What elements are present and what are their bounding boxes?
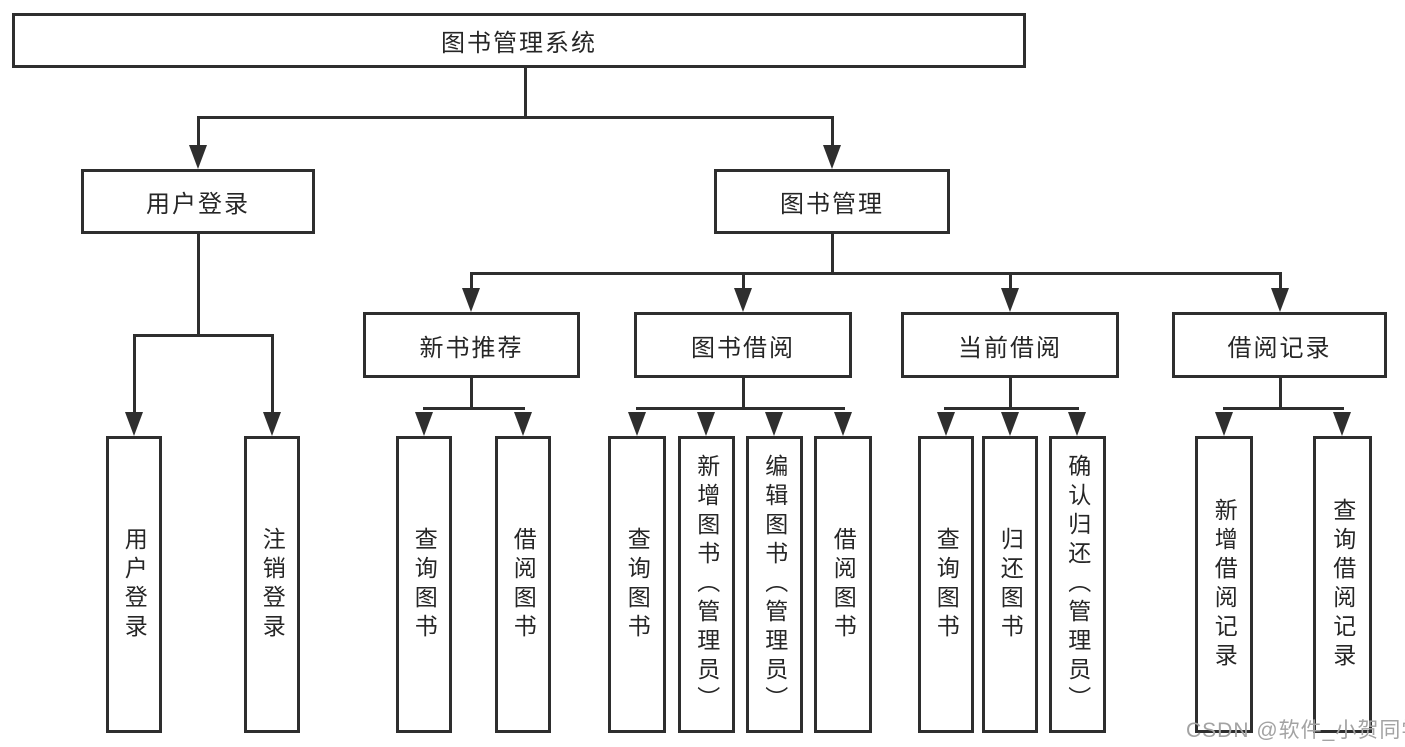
connector (742, 272, 745, 290)
node-label: 确认归还（管理员） (1064, 454, 1091, 715)
leaf-edit-book-admin: 编辑图书（管理员） (746, 436, 803, 733)
arrowhead (462, 288, 480, 312)
node-label: 用户登录 (146, 191, 250, 218)
leaf-add-book-admin: 新增图书（管理员） (678, 436, 735, 733)
node-label: 新增借阅记录 (1211, 497, 1238, 672)
leaf-borrow-book: 借阅图书 (814, 436, 872, 733)
node-label: 借阅记录 (1227, 334, 1332, 362)
node-book-borrow: 图书借阅 (634, 312, 852, 378)
node-label: 编辑图书（管理员） (761, 454, 788, 715)
connector (742, 377, 745, 409)
connector (1223, 407, 1344, 410)
connector (1009, 377, 1012, 409)
arrowhead (1001, 288, 1019, 312)
arrowhead (125, 412, 143, 436)
leaf-query-book: 查询图书 (918, 436, 974, 733)
arrowhead (628, 412, 646, 436)
arrowhead (1068, 412, 1086, 436)
leaf-query-book: 查询图书 (396, 436, 452, 733)
node-current-borrow: 当前借阅 (901, 312, 1119, 378)
node-book-management: 图书管理 (714, 169, 950, 234)
node-label: 用户登录 (121, 526, 148, 643)
node-label: 图书管理系统 (441, 30, 597, 57)
arrowhead (1333, 412, 1351, 436)
arrowhead (263, 412, 281, 436)
connector (944, 407, 1079, 410)
arrowhead (834, 412, 852, 436)
connector (636, 407, 845, 410)
connector (1279, 377, 1282, 409)
connector (423, 407, 525, 410)
arrowhead (937, 412, 955, 436)
node-label: 查询图书 (411, 526, 438, 643)
leaf-add-borrow-record: 新增借阅记录 (1195, 436, 1253, 733)
leaf-query-borrow-record: 查询借阅记录 (1313, 436, 1372, 733)
arrowhead (734, 288, 752, 312)
node-label: 借阅图书 (510, 526, 537, 643)
arrowhead (697, 412, 715, 436)
node-label: 图书管理 (780, 191, 884, 218)
node-label: 查询借阅记录 (1329, 497, 1356, 672)
node-label: 借阅图书 (830, 526, 857, 643)
arrowhead (1001, 412, 1019, 436)
leaf-user-login: 用户登录 (106, 436, 162, 733)
connector (1009, 272, 1012, 290)
connector (133, 334, 274, 337)
arrowhead (1271, 288, 1289, 312)
arrowhead (823, 145, 841, 169)
connector (831, 116, 834, 149)
connector (470, 272, 1281, 275)
leaf-return-book: 归还图书 (982, 436, 1038, 733)
node-label: 图书借阅 (691, 334, 795, 362)
leaf-confirm-return-admin: 确认归还（管理员） (1049, 436, 1106, 733)
arrowhead (415, 412, 433, 436)
arrowhead (189, 145, 207, 169)
node-label: 注销登录 (259, 526, 286, 643)
arrowhead (514, 412, 532, 436)
arrowhead (1215, 412, 1233, 436)
node-label: 当前借阅 (958, 334, 1062, 362)
connector (1279, 272, 1282, 290)
node-label: 新增图书（管理员） (693, 454, 720, 715)
connector (133, 334, 136, 414)
leaf-borrow-book: 借阅图书 (495, 436, 551, 733)
connector (197, 234, 200, 336)
node-label: 归还图书 (997, 526, 1024, 643)
arrowhead (765, 412, 783, 436)
leaf-query-book: 查询图书 (608, 436, 666, 733)
node-new-book-recommend: 新书推荐 (363, 312, 580, 378)
connector (470, 377, 473, 409)
node-label: 新书推荐 (419, 334, 524, 362)
node-borrow-records: 借阅记录 (1172, 312, 1387, 378)
node-label: 查询图书 (933, 526, 960, 643)
node-label: 查询图书 (624, 526, 651, 643)
leaf-logout: 注销登录 (244, 436, 300, 733)
node-root: 图书管理系统 (12, 13, 1026, 68)
connector (197, 116, 834, 119)
connector (470, 272, 473, 290)
connector (197, 116, 200, 149)
node-user-login: 用户登录 (81, 169, 315, 234)
watermark: CSDN @软件_小贺同学 (1186, 719, 1405, 742)
connector (831, 234, 834, 274)
connector (271, 334, 274, 414)
connector (524, 68, 527, 118)
